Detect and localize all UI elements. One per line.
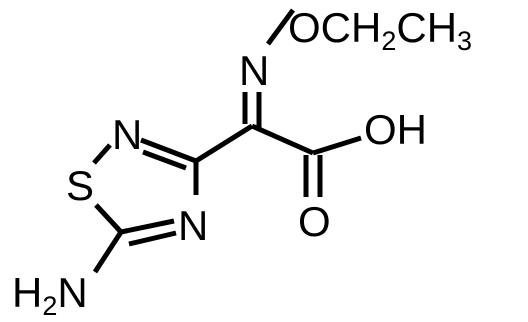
bond-c5-nh2 [92, 230, 124, 274]
hydroxyl-label: OH [364, 106, 427, 153]
amine-label: H2N [12, 269, 88, 321]
atom-labels: N S N H2N N OCH2CH3 OH O [12, 4, 472, 321]
amine-subscript: 2 [42, 291, 57, 321]
oxime-nitrogen-label: N [239, 47, 269, 94]
bond-ring-c3-n2-a [140, 137, 197, 164]
bond-c-oh [312, 135, 362, 156]
ethoxy-group-label: OCH2CH3 [288, 4, 472, 56]
bond-ring-n2-s1 [92, 143, 112, 165]
ethyl-ch3-subscript: 3 [457, 26, 472, 56]
ethyl-ch3: CH [396, 4, 457, 51]
bond-c-cooh [250, 123, 315, 156]
ether-oxygen: O [288, 4, 321, 51]
bonds [92, 8, 362, 274]
bond-ring-c5-n4-a [120, 218, 175, 235]
sulfur-label: S [66, 162, 94, 209]
ring-nitrogen-bottom-label: N [178, 202, 208, 249]
carbonyl-oxygen-label: O [298, 198, 331, 245]
bond-n-o [265, 8, 296, 46]
amine-h: H [12, 269, 42, 316]
ring-nitrogen-top-label: N [112, 111, 142, 158]
bond-ring-c3-n2-b [142, 149, 187, 171]
amine-n: N [57, 269, 87, 316]
ethyl-ch-subscript: 2 [381, 26, 396, 56]
ethyl-ch: CH [321, 4, 382, 51]
bond-c-ring [194, 123, 254, 164]
bond-ring-s1-c5 [94, 203, 123, 234]
bond-ring-c5-n4-b [128, 230, 177, 247]
